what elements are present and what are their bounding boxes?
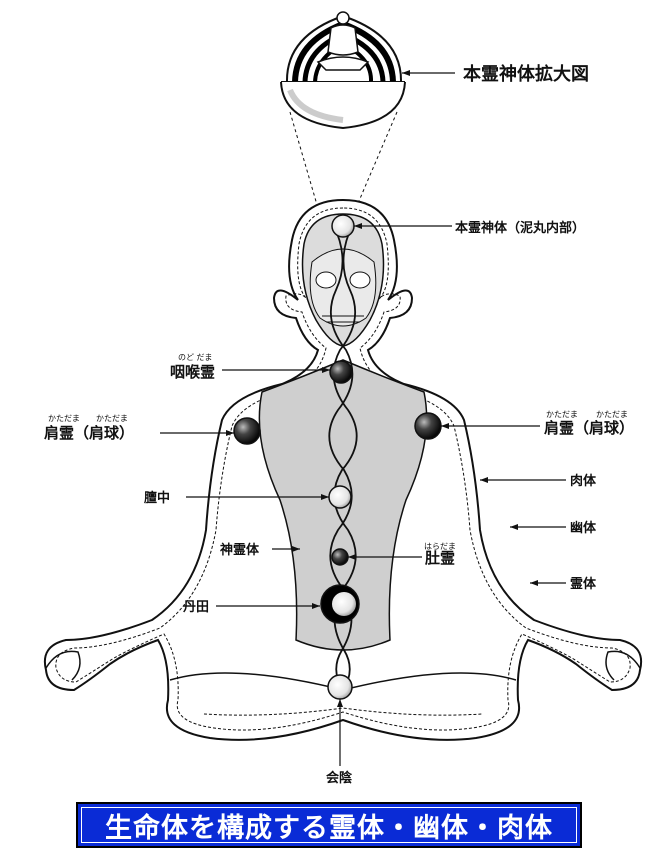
ruby-kata-right-2: かただま bbox=[596, 410, 628, 419]
label-reitai: 霊体 bbox=[570, 576, 597, 592]
ruby-inko: のど だま bbox=[178, 353, 212, 362]
label-honrei-zoom: 本霊神体拡大図 bbox=[463, 63, 589, 85]
label-danchu: 膻中 bbox=[144, 490, 170, 506]
honrei-sphere bbox=[331, 214, 355, 238]
label-shinreitai: 神霊体 bbox=[220, 542, 260, 558]
leader-lines bbox=[160, 72, 566, 766]
label-nikutai: 肉体 bbox=[570, 473, 597, 489]
inko-sphere bbox=[329, 360, 353, 384]
zoom-bubble bbox=[280, 11, 406, 130]
spine-channel bbox=[328, 225, 358, 691]
label-yuutai: 幽体 bbox=[570, 520, 597, 536]
caption-inner-border bbox=[81, 807, 577, 843]
label-kata-left: 肩霊（肩球） bbox=[44, 424, 134, 442]
label-honrei: 本霊神体（泥丸内部） bbox=[455, 220, 585, 236]
label-tanden: 丹田 bbox=[183, 600, 209, 615]
label-ein: 会陰 bbox=[326, 770, 353, 786]
hara-sphere bbox=[331, 548, 349, 566]
projection-lines bbox=[289, 111, 398, 223]
kata-left-sphere bbox=[233, 417, 261, 445]
ruby-hara: はらだま bbox=[424, 542, 456, 551]
label-inko: 咽喉霊 bbox=[170, 363, 215, 381]
ruby-kata-left-1: かただま bbox=[48, 414, 80, 423]
label-kata-right: 肩霊（肩球） bbox=[544, 419, 634, 437]
label-hara: 肚霊 bbox=[425, 549, 455, 567]
kata-right-sphere bbox=[414, 412, 442, 440]
tanden-sphere bbox=[320, 584, 360, 624]
ruby-kata-right-1: かただま bbox=[546, 410, 578, 419]
danchu-sphere bbox=[328, 485, 352, 509]
ruby-kata-left-2: かただま bbox=[96, 414, 128, 423]
caption-title: 生命体を構成する霊体・幽体・肉体 bbox=[105, 812, 553, 844]
leader-arrowheads bbox=[226, 70, 538, 707]
ein-sphere bbox=[327, 674, 353, 700]
caption-banner: 生命体を構成する霊体・幽体・肉体 bbox=[76, 802, 582, 848]
